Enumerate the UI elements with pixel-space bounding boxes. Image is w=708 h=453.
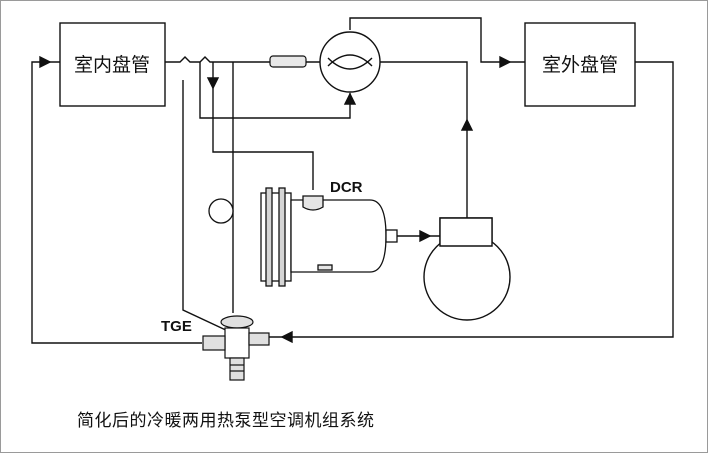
valve-to-dcr-pipe: [212, 62, 314, 190]
dcr-filter-drier: [260, 187, 398, 287]
outdoor-coil-label: 室外盘管: [542, 54, 618, 76]
valve-to-compressor-pipe: [380, 61, 468, 218]
arrow-left-return: [39, 55, 52, 69]
indoor-to-valve-pipe: [165, 56, 325, 63]
tge-label: TGE: [161, 318, 192, 335]
tge-expansion-valve: [202, 315, 270, 381]
indoor-lower-pipe: [199, 62, 351, 119]
arrow-compressor-up: [460, 118, 474, 131]
dcr-label: DCR: [330, 179, 363, 196]
diagram-caption: 简化后的冷暖两用热泵型空调机组系统: [77, 411, 375, 431]
indoor-coil-label: 室内盘管: [74, 54, 150, 76]
tge-up-pipe: [182, 80, 231, 333]
arrow-to-outdoor: [499, 55, 512, 69]
arrow-dcr-down: [206, 77, 220, 90]
valve-to-outdoor-pipe: [349, 17, 525, 63]
compressor: [423, 217, 511, 321]
outdoor-return-pipe: [266, 61, 674, 338]
sensing-bulb: [269, 55, 307, 68]
arrow-bottom-return: [280, 330, 293, 344]
arrow-valve-bottom: [343, 92, 357, 105]
arrow-to-compressor: [419, 229, 432, 243]
outdoor-coil-box: [524, 22, 636, 107]
indoor-coil-box: [59, 22, 166, 107]
four-way-valve: [319, 31, 381, 93]
sight-glass: [208, 198, 234, 224]
